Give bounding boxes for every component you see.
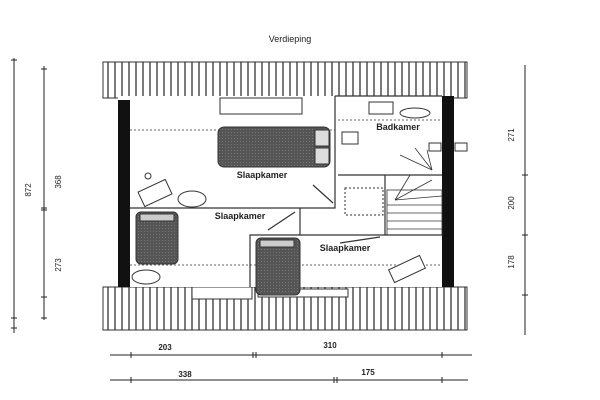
dim-right-upper: 271 bbox=[507, 128, 516, 142]
room-label-bedroom-1: Slaapkamer bbox=[237, 170, 288, 180]
bed-single-2 bbox=[255, 237, 301, 296]
bed-double bbox=[217, 126, 331, 168]
bed-single-1 bbox=[135, 211, 179, 265]
dim-left-total: 872 bbox=[24, 183, 33, 197]
dim-left-lower: 273 bbox=[54, 258, 63, 272]
right-dimension-lines bbox=[522, 65, 528, 335]
dim-bottom-row1-left: 203 bbox=[158, 343, 172, 352]
bottom-dimension-lines bbox=[110, 352, 472, 383]
dim-bottom-row1-right: 310 bbox=[323, 341, 337, 350]
dim-right-lower: 178 bbox=[507, 255, 516, 269]
interior-walls bbox=[130, 95, 442, 287]
right-wall bbox=[442, 96, 454, 287]
dim-bottom-row2-right: 175 bbox=[361, 368, 375, 377]
left-dimension-lines bbox=[11, 58, 47, 333]
room-label-bedroom-2: Slaapkamer bbox=[215, 211, 266, 221]
plan-title: Verdieping bbox=[269, 34, 312, 44]
staircase bbox=[386, 147, 443, 236]
roof-top bbox=[102, 61, 468, 99]
room-label-bedroom-3: Slaapkamer bbox=[320, 243, 371, 253]
dim-bottom-row2-left: 338 bbox=[178, 370, 192, 379]
room-label-bathroom: Badkamer bbox=[376, 122, 420, 132]
left-wall bbox=[118, 100, 130, 287]
dim-left-upper: 368 bbox=[54, 175, 63, 189]
dim-right-middle: 200 bbox=[507, 196, 516, 210]
furniture bbox=[131, 101, 468, 285]
window bbox=[219, 97, 303, 115]
